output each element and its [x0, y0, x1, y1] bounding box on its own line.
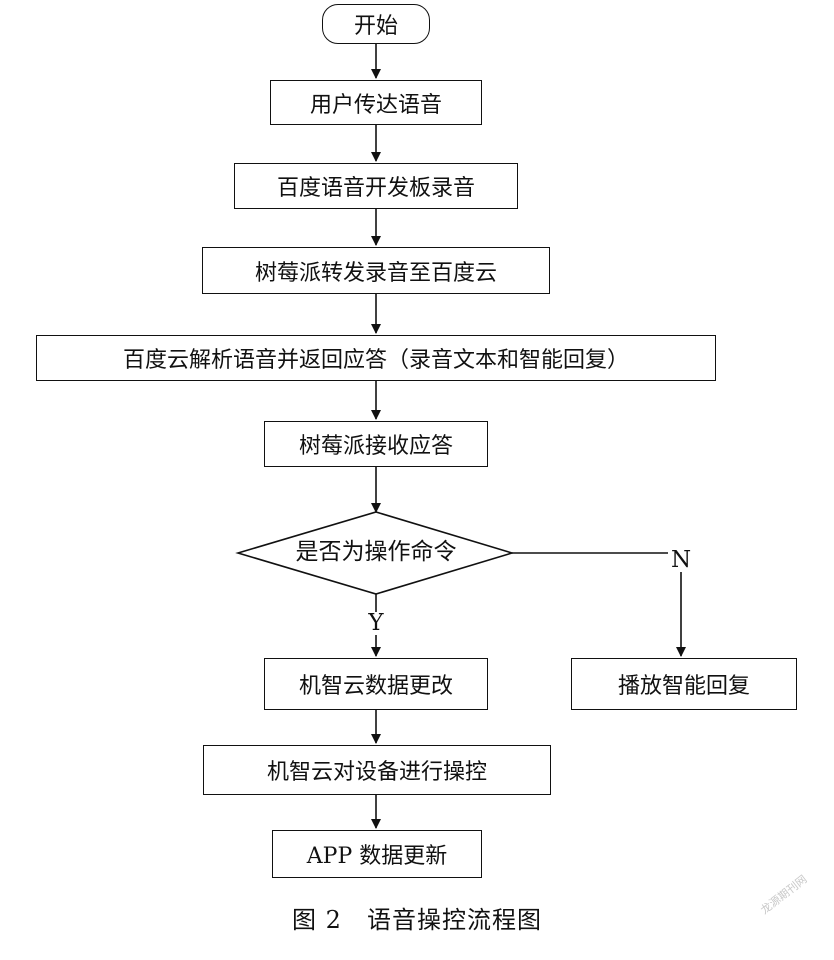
board-records-step: 百度语音开发板录音	[234, 163, 518, 209]
cloud-parses-label: 百度云解析语音并返回应答（录音文本和智能回复）	[122, 348, 629, 373]
arrow-decision-no	[512, 552, 686, 657]
decision-label: 是否为操作命令	[295, 539, 457, 565]
pi-receives-step: 树莓派接收应答	[264, 421, 488, 467]
pi-receives-label: 树莓派接收应答	[298, 434, 453, 459]
cloud-control-step: 机智云对设备进行操控	[203, 745, 551, 795]
figure-caption: 图 2 语音操控流程图	[292, 906, 542, 934]
decision-diamond	[235, 511, 515, 595]
branch-no-label: N	[668, 549, 694, 572]
user-speaks-step: 用户传达语音	[270, 80, 482, 125]
play-reply-step: 播放智能回复	[571, 658, 797, 710]
app-update-label: APP 数据更新	[306, 844, 448, 869]
play-reply-label: 播放智能回复	[617, 674, 750, 699]
cloud-parses-step: 百度云解析语音并返回应答（录音文本和智能回复）	[36, 335, 716, 381]
app-update-step: APP 数据更新	[272, 830, 482, 878]
cloud-update-step: 机智云数据更改	[264, 658, 488, 710]
board-records-label: 百度语音开发板录音	[276, 176, 475, 201]
start-label: 开始	[353, 14, 398, 39]
cloud-control-label: 机智云对设备进行操控	[266, 760, 487, 785]
pi-forwards-step: 树莓派转发录音至百度云	[202, 247, 550, 294]
user-speaks-label: 用户传达语音	[309, 92, 442, 118]
cloud-update-label: 机智云数据更改	[298, 674, 453, 699]
pi-forwards-label: 树莓派转发录音至百度云	[254, 260, 497, 286]
start-node: 开始	[322, 4, 430, 44]
branch-yes-label: Y	[363, 612, 389, 635]
